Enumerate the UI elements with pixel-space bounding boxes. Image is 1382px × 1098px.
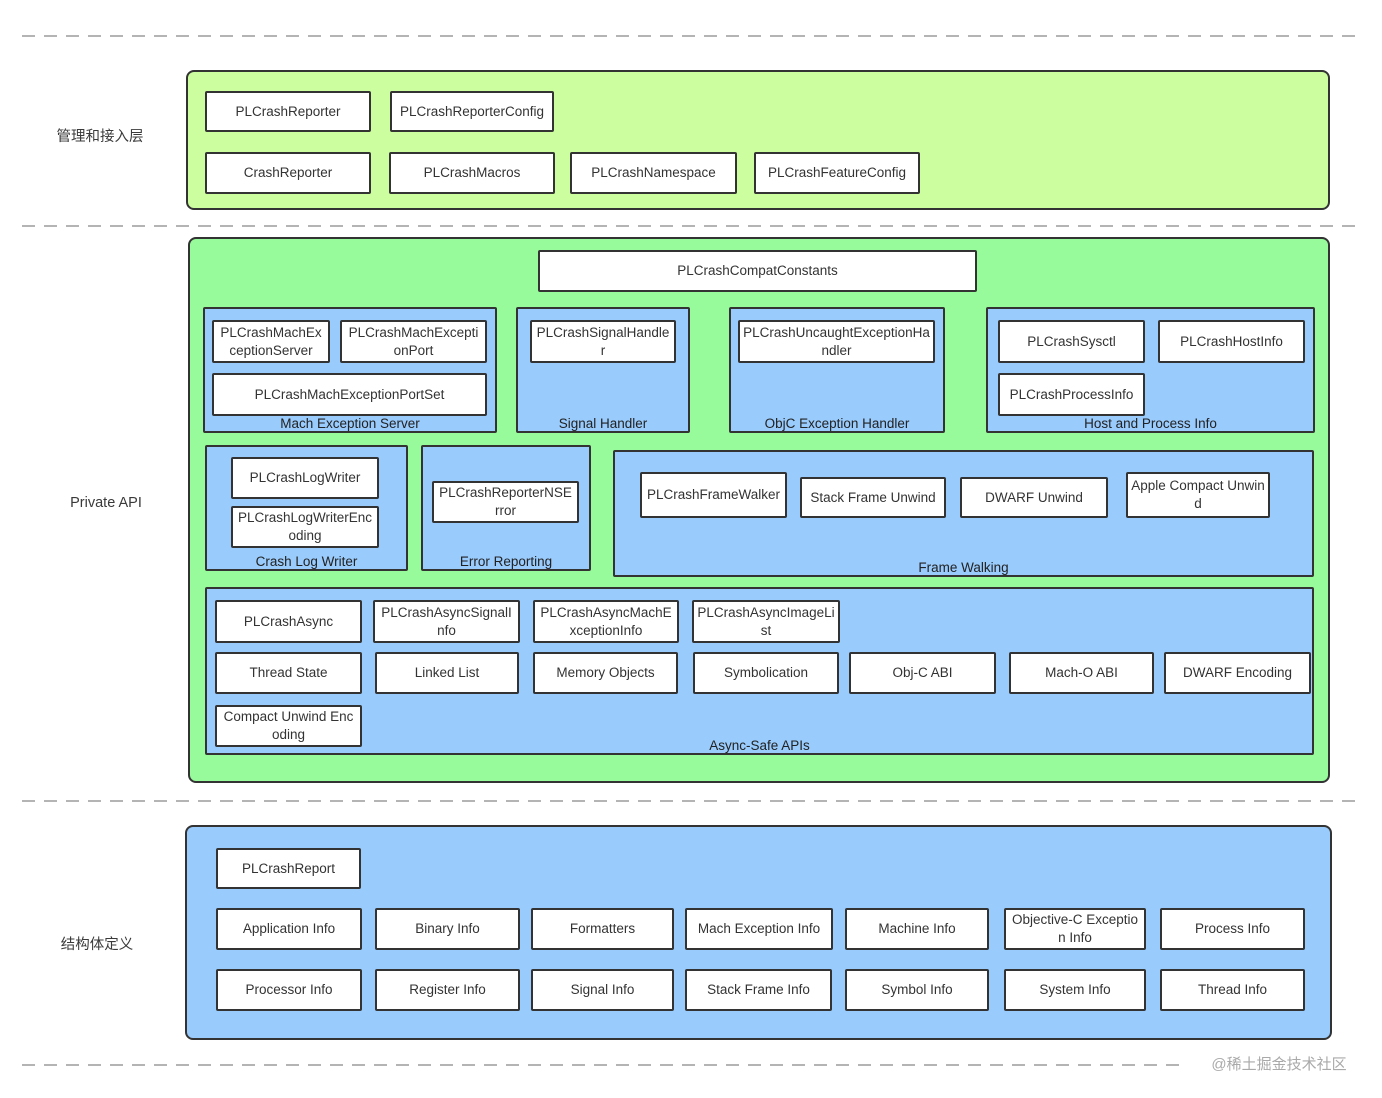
group-label: Frame Walking [918,559,1009,575]
group-frame-walking: PLCrashFrameWalker Stack Frame Unwind DW… [613,450,1314,577]
module-box: PLCrashReporterConfig [390,91,554,132]
module-box: Processor Info [216,969,362,1011]
dashed-separator-3 [22,800,1362,802]
module-box: Memory Objects [533,652,678,694]
module-box: Formatters [531,908,674,950]
dashed-separator-1 [22,35,1362,37]
module-box: CrashReporter [205,152,371,194]
group-label: Crash Log Writer [255,553,358,569]
group-error-reporting: PLCrashReporterNSError Error Reporting [421,445,591,571]
module-box: PLCrashMachExceptionServer [212,320,330,363]
module-box: PLCrashReporterNSError [432,481,579,523]
module-box: Application Info [216,908,362,950]
module-box: System Info [1004,969,1146,1011]
group-label: ObjC Exception Handler [764,415,910,431]
group-mach-exception-server: PLCrashMachExceptionServer PLCrashMachEx… [203,307,497,433]
watermark: @稀土掘金技术社区 [1186,1053,1372,1074]
module-box: PLCrashLogWriter [231,457,379,499]
module-box: PLCrashAsyncMachExceptionInfo [533,600,679,643]
module-box: Process Info [1160,908,1305,950]
group-label: Signal Handler [558,415,648,431]
module-box: Thread State [215,652,362,694]
group-label: Host and Process Info [1084,415,1217,431]
group-host-and-process-info: PLCrashSysctl PLCrashHostInfo PLCrashPro… [986,307,1315,433]
dashed-separator-4 [22,1064,1362,1066]
module-box: Thread Info [1160,969,1305,1011]
group-async-safe-apis: PLCrashAsync PLCrashAsyncSignalInfo PLCr… [205,587,1314,755]
group-label: Async-Safe APIs [709,737,810,753]
layer1-side-label: 管理和接入层 [56,129,144,145]
module-box: PLCrashUncaughtExceptionHandler [738,320,935,363]
layer2-side-label: Private API [70,495,142,511]
module-box: Symbolication [693,652,839,694]
module-box: Binary Info [375,908,520,950]
module-box: DWARF Unwind [960,477,1108,518]
module-box: PLCrashHostInfo [1158,320,1305,363]
module-box: PLCrashReporter [205,91,371,132]
module-box: PLCrashMacros [389,152,555,194]
group-crash-log-writer: PLCrashLogWriter PLCrashLogWriterEncodin… [205,445,408,571]
module-box: PLCrashNamespace [570,152,737,194]
struct-definition-panel: PLCrashReport Application Info Binary In… [185,825,1332,1040]
module-box: Stack Frame Info [685,969,832,1011]
module-box: PLCrashFrameWalker [640,472,787,518]
module-box: Linked List [375,652,519,694]
module-box: Obj-C ABI [849,652,996,694]
module-box: DWARF Encoding [1164,652,1311,694]
group-label: Mach Exception Server [280,415,420,431]
module-box: PLCrashLogWriterEncoding [231,506,379,548]
module-box: PLCrashSignalHandler [530,320,676,363]
module-box: PLCrashMachExceptionPortSet [212,373,487,416]
private-api-panel: PLCrashCompatConstants PLCrashMachExcept… [188,237,1330,783]
module-box: Mach Exception Info [685,908,833,950]
group-objc-exception-handler: PLCrashUncaughtExceptionHandler ObjC Exc… [729,307,945,433]
group-label: Error Reporting [459,553,553,569]
module-box: Symbol Info [845,969,989,1011]
dashed-separator-2 [22,225,1362,227]
module-box: Signal Info [531,969,674,1011]
module-box: PLCrashAsyncImageList [692,600,840,643]
module-box: Machine Info [845,908,989,950]
management-layer-panel: PLCrashReporter PLCrashReporterConfig Cr… [186,70,1330,210]
module-box: PLCrashSysctl [998,320,1145,363]
module-box: PLCrashMachExceptionPort [340,320,487,363]
module-box: Stack Frame Unwind [800,477,946,518]
module-box: PLCrashProcessInfo [998,373,1145,416]
module-box: Apple Compact Unwind [1126,472,1270,518]
module-box: PLCrashReport [216,848,361,889]
module-box: PLCrashAsyncSignalInfo [373,600,520,643]
module-box: Compact Unwind Encoding [215,705,362,747]
module-box: Register Info [375,969,520,1011]
module-box: PLCrashFeatureConfig [754,152,920,194]
module-box: Mach-O ABI [1009,652,1154,694]
layer3-side-label: 结构体定义 [60,937,134,953]
module-box: Objective-C Exception Info [1004,908,1146,950]
module-box: PLCrashCompatConstants [538,250,977,292]
group-signal-handler: PLCrashSignalHandler Signal Handler [516,307,690,433]
module-box: PLCrashAsync [215,600,362,643]
